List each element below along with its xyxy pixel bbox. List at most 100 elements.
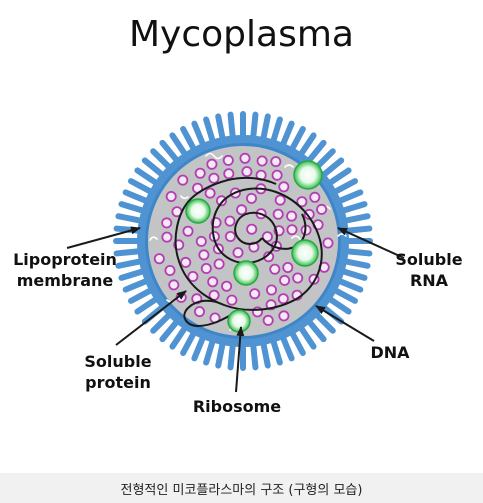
membrane-spike — [169, 323, 189, 350]
protein-bead — [296, 196, 308, 208]
protein-bead — [272, 208, 284, 220]
membrane-spike — [127, 178, 156, 196]
protein-bead — [164, 264, 176, 276]
protein-bead — [278, 310, 290, 322]
label-lipoprotein-membrane: Lipoprotein membrane — [6, 249, 124, 291]
membrane-spike — [338, 201, 368, 215]
protein-bead — [207, 276, 219, 288]
protein-bead — [286, 224, 298, 236]
protein-bead — [187, 270, 199, 282]
membrane-spike — [203, 336, 217, 366]
label-dna: DNA — [370, 343, 410, 362]
label-soluble-protein: Soluble protein — [72, 351, 164, 393]
protein-bead — [180, 256, 192, 268]
membrane-spike — [335, 189, 364, 205]
membrane-spike — [115, 213, 145, 224]
protein-bead — [206, 158, 218, 170]
membrane-spike — [330, 286, 359, 304]
protein-bead — [271, 169, 283, 181]
membrane-spike — [250, 340, 259, 371]
protein-bead — [256, 155, 268, 167]
label-soluble-protein-line2: protein — [85, 373, 151, 392]
membrane-spike — [305, 139, 327, 165]
membrane-spike — [250, 111, 259, 142]
protein-bead — [153, 253, 165, 265]
protein-bead — [269, 263, 281, 275]
membrane-spike — [180, 125, 198, 154]
protein-bead — [286, 210, 298, 222]
membrane-spike — [150, 148, 174, 172]
protein-bead — [309, 191, 321, 203]
membrane-spike — [122, 189, 151, 205]
membrane-spike — [115, 258, 145, 269]
membrane-spike — [269, 336, 283, 366]
membrane-spike — [240, 341, 246, 371]
protein-bead — [279, 274, 291, 286]
arrow-lipoprotein-membrane — [66, 226, 141, 249]
protein-bead — [226, 294, 238, 306]
membrane-spike — [215, 113, 226, 143]
membrane-spike — [325, 167, 352, 187]
protein-bead — [265, 284, 277, 296]
ribosome — [185, 198, 211, 224]
protein-bead — [262, 314, 274, 326]
membrane-spike — [269, 116, 283, 146]
membrane-spike — [240, 111, 246, 141]
membrane-spike — [325, 295, 352, 315]
arrow-dna — [315, 305, 375, 342]
protein-bead — [224, 230, 236, 242]
membrane-spike — [150, 310, 174, 334]
membrane-spike — [113, 248, 144, 257]
protein-bead — [282, 261, 294, 273]
arrow-ribosome — [235, 326, 245, 393]
membrane-spike — [203, 116, 217, 146]
protein-bead — [316, 203, 328, 215]
protein-bead — [274, 194, 286, 206]
diagram-title: Mycoplasma — [129, 14, 354, 55]
protein-bead — [261, 231, 273, 243]
protein-bead — [161, 217, 173, 229]
protein-bead — [270, 156, 282, 168]
membrane-spike — [338, 267, 368, 281]
membrane-spike — [288, 328, 306, 357]
membrane-spike — [122, 277, 151, 293]
protein-bead — [195, 235, 207, 247]
membrane-spike — [159, 317, 181, 343]
label-arrows — [66, 226, 405, 393]
label-membrane-line2: membrane — [16, 271, 114, 290]
protein-bead — [239, 152, 251, 164]
membrane-spike — [341, 213, 371, 224]
membrane-spike — [297, 323, 317, 350]
membrane-spike — [312, 310, 336, 334]
label-soluble-rna-line1: Soluble — [395, 250, 463, 269]
soluble-proteins — [153, 152, 334, 326]
membrane-spike — [279, 120, 295, 149]
protein-bead — [303, 208, 315, 220]
label-ribosome: Ribosome — [192, 397, 282, 416]
membrane-spike — [341, 258, 371, 269]
protein-bead — [204, 187, 216, 199]
protein-bead — [168, 279, 180, 291]
protein-bead — [200, 262, 212, 274]
membrane-spike — [191, 333, 207, 362]
membrane-spike — [335, 277, 364, 293]
membrane-spike — [113, 238, 143, 244]
caption-bar — [0, 473, 483, 503]
protein-bead — [198, 249, 210, 261]
membrane-spike — [215, 339, 226, 369]
arrow-soluble-rna — [337, 227, 405, 259]
ribosome — [293, 160, 323, 190]
protein-bead — [222, 154, 234, 166]
protein-bead — [161, 231, 173, 243]
membrane-spike — [342, 225, 373, 234]
membrane-spike — [288, 125, 306, 154]
ribosomes — [185, 160, 323, 333]
protein-bead — [213, 258, 225, 270]
protein-bead — [232, 247, 244, 259]
protein-bead — [165, 190, 177, 202]
membrane-spike — [141, 157, 167, 179]
label-soluble-rna: Soluble RNA — [389, 249, 469, 291]
ribosome — [227, 309, 251, 333]
membrane-spike — [118, 267, 148, 281]
protein-bead — [245, 192, 257, 204]
